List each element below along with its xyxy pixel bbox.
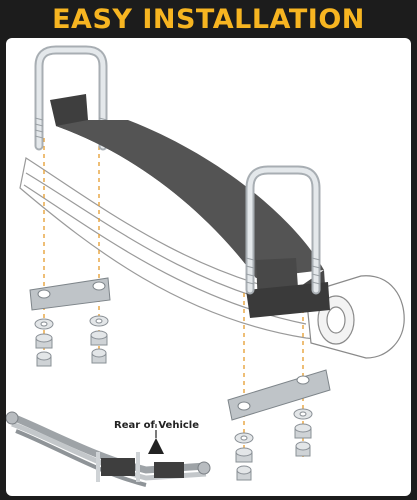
tie-plate-left bbox=[29, 277, 111, 311]
u-bolt-right bbox=[245, 165, 321, 295]
spring-block bbox=[50, 94, 330, 318]
title-banner: EASY INSTALLATION bbox=[0, 0, 417, 38]
banner-title: EASY INSTALLATION bbox=[52, 3, 365, 35]
tie-plate-right bbox=[227, 369, 331, 421]
inset-pointer-arrow bbox=[148, 438, 164, 454]
spring-eye bbox=[305, 275, 405, 359]
hardware-right bbox=[234, 408, 313, 481]
installation-diagram bbox=[6, 45, 405, 487]
hardware-left bbox=[34, 315, 109, 367]
inset-leaf-spring bbox=[6, 411, 211, 487]
rear-of-vehicle-label: Rear of Vehicle bbox=[114, 420, 200, 431]
illustration-panel: Rear of Vehicle bbox=[6, 38, 411, 496]
